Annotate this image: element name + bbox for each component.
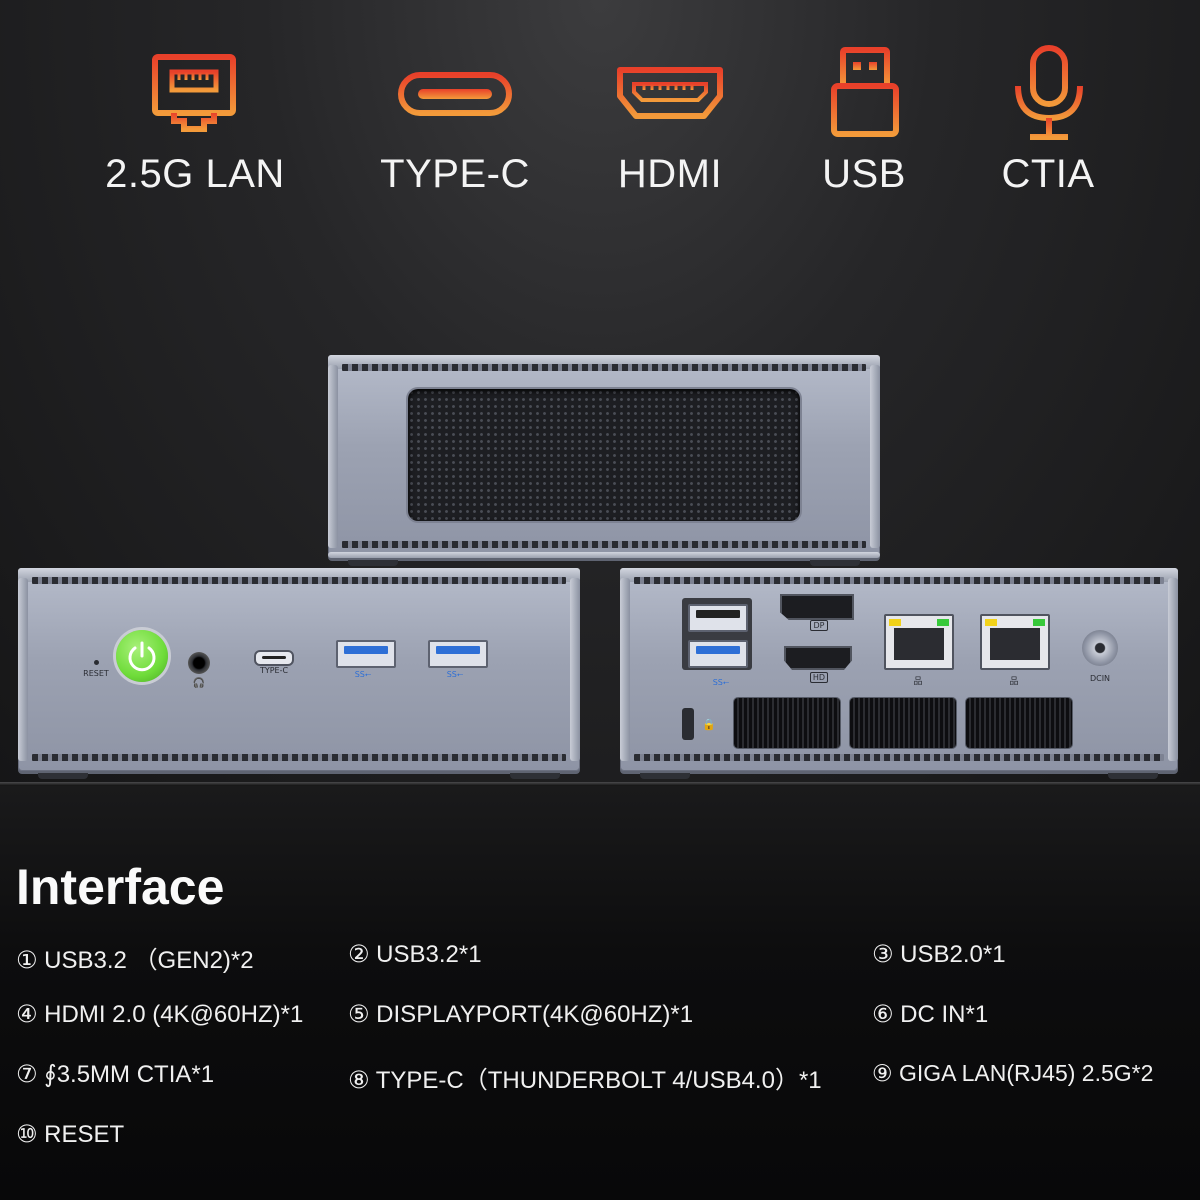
power-icon (128, 641, 156, 672)
hdmi-port-icon (617, 67, 723, 119)
spec-item-6: ⑥ DC IN*1 (872, 1001, 989, 1028)
reset-hole[interactable] (94, 660, 99, 665)
dc-in-port[interactable] (1082, 630, 1118, 666)
rear-usb3-port[interactable] (688, 640, 748, 668)
reset-label: RESET (83, 669, 109, 678)
bottom-background (0, 786, 1200, 1200)
port-label-hdmi: HDMI (617, 152, 723, 196)
ethernet-port-icon (152, 54, 236, 132)
port-label-lan: 2.5G LAN (105, 152, 285, 196)
power-button[interactable] (116, 630, 168, 682)
usb-a-plug-icon (831, 47, 899, 137)
floor-edge (0, 782, 1200, 786)
front-typec-port[interactable] (254, 650, 294, 666)
headphone-jack[interactable] (188, 652, 210, 674)
dp-label: DP (810, 620, 828, 631)
rear-vent-3 (966, 698, 1072, 748)
hd-label: HD (810, 672, 828, 683)
spec-item-7: ⑦ ∮3.5MM CTIA*1 (16, 1061, 215, 1088)
spec-item-9: ⑨ GIGA LAN(RJ45) 2.5G*2 (872, 1060, 1154, 1086)
lan-port-1[interactable] (884, 614, 954, 670)
usb-ss-label-1: SS⭠ (354, 670, 372, 679)
mini-pc-top-view (328, 355, 880, 566)
top-vent-mesh (408, 389, 800, 521)
rear-usb2-port[interactable] (688, 604, 748, 632)
interface-title: Interface (16, 859, 225, 915)
kensington-lock-slot[interactable] (682, 708, 694, 740)
lock-icon: 🔒 (702, 718, 716, 731)
spec-item-3: ③ USB2.0*1 (872, 941, 1006, 968)
headset-icon: 🎧 (192, 678, 206, 689)
lan-port-2[interactable] (980, 614, 1050, 670)
rear-vent-1 (734, 698, 840, 748)
mini-pc-rear-panel: SS⭠ DP HD 品 品 DCIN 🔒 (620, 568, 1178, 779)
hdmi-port[interactable] (784, 646, 852, 670)
port-label-ctia: CTIA (1001, 152, 1095, 196)
port-label-typec: TYPE-C (380, 152, 530, 196)
displayport-port[interactable] (780, 594, 854, 620)
dcin-label: DCIN (1089, 674, 1111, 683)
front-usb3-port-1[interactable] (336, 640, 396, 668)
microphone-icon (1015, 45, 1083, 140)
network-icon-2: 品 (1009, 677, 1019, 687)
rear-usb-ss-label: SS⭠ (712, 678, 730, 687)
spec-item-1: ① USB3.2 （GEN2)*2 (16, 947, 254, 974)
usb-ss-label-2: SS⭠ (446, 670, 464, 679)
spec-item-10: ⑩ RESET (16, 1121, 125, 1148)
front-usb3-port-2[interactable] (428, 640, 488, 668)
spec-item-4: ④ HDMI 2.0 (4K@60HZ)*1 (16, 1001, 304, 1028)
usb-c-port-icon (398, 72, 512, 116)
rear-vent-2 (850, 698, 956, 748)
network-icon-1: 品 (913, 677, 923, 687)
spec-item-2: ② USB3.2*1 (348, 941, 482, 968)
typec-label: TYPE-C (259, 666, 289, 675)
spec-item-8: ⑧ TYPE-C（THUNDERBOLT 4/USB4.0）*1 (348, 1067, 822, 1094)
spec-item-5: ⑤ DISPLAYPORT(4K@60HZ)*1 (348, 1001, 694, 1028)
mini-pc-front-panel: RESET 🎧 TYPE-C SS⭠ SS⭠ (18, 568, 580, 779)
port-label-usb: USB (822, 152, 906, 196)
